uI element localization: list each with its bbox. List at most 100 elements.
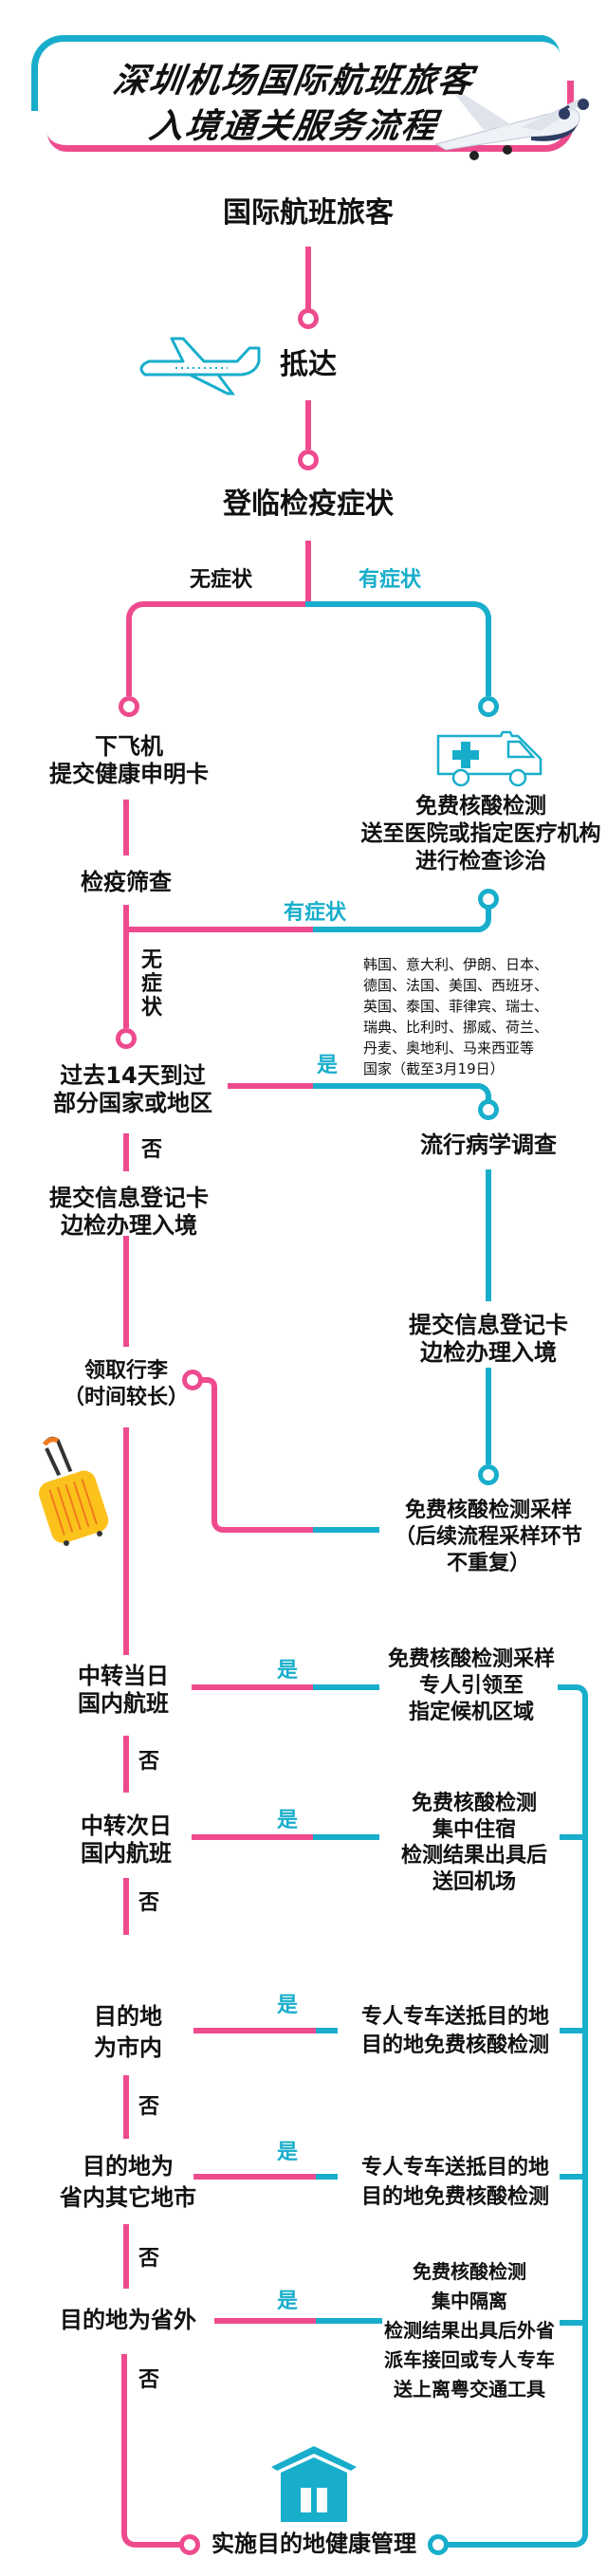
node-screening: 检疫筛查 — [81, 869, 172, 895]
node-dot — [179, 2534, 200, 2555]
text-line: 领取行李 — [83, 1359, 169, 1383]
label-no: 否 — [138, 2247, 160, 2271]
connector — [214, 2318, 317, 2324]
text-line: 目的地为 — [83, 2153, 174, 2180]
connector — [313, 1083, 491, 1102]
text-line: 送至医院或指定医疗机构 — [360, 821, 601, 846]
text-line: 提交健康申明卡 — [49, 761, 209, 787]
text-line: 省内其它地市 — [60, 2184, 196, 2211]
country-list: 韩国、意大利、伊朗、日本、 德国、法国、美国、西班牙、 英国、泰国、菲律宾、瑞士… — [363, 954, 548, 1079]
text-line: 不重复） — [446, 1552, 531, 1575]
connector — [560, 1834, 586, 1840]
connector — [193, 2028, 317, 2033]
connector — [305, 541, 311, 607]
node-outside: 目的地为省外 — [60, 2307, 196, 2333]
node-province-result: 专人专车送抵目的地目的地免费核酸检测 — [361, 2153, 549, 2212]
connector — [486, 1169, 491, 1301]
node-next-day: 中转次日国内航班 — [81, 1812, 172, 1868]
connector — [228, 1083, 315, 1089]
text-line: （后续流程采样环节 — [394, 1525, 583, 1549]
label-no: 否 — [140, 1138, 163, 1162]
connector — [316, 2318, 382, 2324]
connector — [126, 927, 316, 932]
text-line: 德国、法国、美国、西班牙、 — [363, 977, 549, 994]
connector — [123, 1133, 129, 1171]
text-line: 专人专车送抵目的地 — [360, 2156, 550, 2180]
node-visited: 过去14天到过部分国家或地区 — [53, 1062, 212, 1117]
connector — [123, 2075, 129, 2139]
label-no-symptom-vertical: 无症状 — [141, 948, 162, 1020]
ambulance-icon — [436, 730, 543, 787]
text-line: 免费核酸检测 — [415, 794, 546, 819]
airliner-icon — [434, 95, 589, 160]
node-dot — [298, 450, 319, 470]
text-line: 无 — [140, 948, 163, 972]
text-line: 专人引领至 — [418, 1674, 524, 1698]
luggage-icon — [36, 1436, 112, 1546]
node-dot — [298, 308, 319, 329]
node-submit-left: 提交信息登记卡边检办理入境 — [49, 1185, 209, 1240]
house-icon — [271, 2446, 357, 2522]
label-no: 否 — [138, 2368, 160, 2392]
text-line: 国家（截至3月19日） — [363, 1060, 505, 1077]
branch-right — [305, 601, 491, 696]
text-line: 集中隔离 — [432, 2290, 507, 2312]
connector — [316, 2028, 338, 2033]
text-line: 瑞典、比利时、挪威、荷兰、 — [363, 1019, 549, 1036]
label-yes: 是 — [276, 1809, 299, 1832]
node-hospital: 免费核酸检测送至医院或指定医疗机构进行检查诊治 — [361, 793, 601, 875]
connector — [123, 800, 129, 856]
connector — [560, 2320, 586, 2326]
connector — [123, 1736, 129, 1793]
node-deplane: 下飞机提交健康申明卡 — [49, 733, 209, 788]
text-line: 状 — [140, 996, 163, 1020]
connector — [192, 1834, 315, 1840]
text-line: 目的地免费核酸检测 — [360, 2185, 550, 2209]
title-frame-top — [31, 35, 543, 111]
connector — [560, 2174, 586, 2180]
node-outside-result: 免费核酸检测集中隔离检测结果出具后外省派车接回或专人专车送上离粤交通工具 — [384, 2257, 555, 2404]
connector — [212, 1392, 217, 1516]
text-line: 丹麦、奥地利、马来西亚等 — [363, 1040, 535, 1057]
connector — [305, 400, 311, 450]
node-final: 实施目的地健康管理 — [212, 2530, 416, 2557]
label-yes: 是 — [276, 1994, 299, 2017]
text-line: 中转当日 — [78, 1663, 169, 1689]
text-line: 中转次日 — [81, 1812, 172, 1839]
title-frame-top-right — [531, 35, 560, 73]
connector — [123, 905, 129, 1028]
node-dot — [478, 1464, 499, 1485]
text-line: 指定候机区域 — [408, 1701, 535, 1724]
airplane-icon — [139, 337, 261, 396]
node-same-day-result: 免费核酸检测采样专人引领至指定候机区域 — [388, 1647, 555, 1726]
text-line: 英国、泰国、菲律宾、瑞士、 — [363, 998, 549, 1015]
label-no: 否 — [138, 1891, 160, 1915]
label-yes: 是 — [316, 1054, 339, 1077]
text-line: 送回机场 — [432, 1869, 517, 1894]
text-line: （时间较长） — [63, 1386, 190, 1409]
node-province: 目的地为省内其它地市 — [60, 2151, 196, 2214]
connector — [123, 1878, 129, 1935]
connector — [313, 1527, 379, 1533]
text-line: 边检办理入境 — [61, 1212, 197, 1239]
connector — [123, 1236, 129, 1347]
label-has-symptom: 有症状 — [358, 568, 422, 592]
text-line: 边检办理入境 — [420, 1339, 557, 1366]
text-line: 提交信息登记卡 — [49, 1185, 209, 1211]
connector — [313, 906, 491, 932]
text-line: 派车接回或专人专车 — [384, 2348, 555, 2371]
node-sample: 免费核酸检测采样（后续流程采样环节不重复） — [395, 1498, 582, 1577]
text-line: 免费核酸检测 — [413, 2260, 526, 2283]
connector — [313, 1684, 379, 1690]
connector — [313, 1834, 379, 1840]
connector — [123, 2224, 129, 2289]
connector — [202, 1377, 217, 1396]
connector — [193, 2174, 317, 2180]
node-dot — [116, 1028, 137, 1049]
node-dot — [428, 2534, 449, 2555]
text-line: 过去14天到过 — [60, 1062, 206, 1089]
connector — [192, 1684, 315, 1690]
text-line: 专人专车送抵目的地 — [360, 2005, 550, 2029]
connector — [560, 2028, 586, 2033]
connector — [486, 1368, 491, 1464]
